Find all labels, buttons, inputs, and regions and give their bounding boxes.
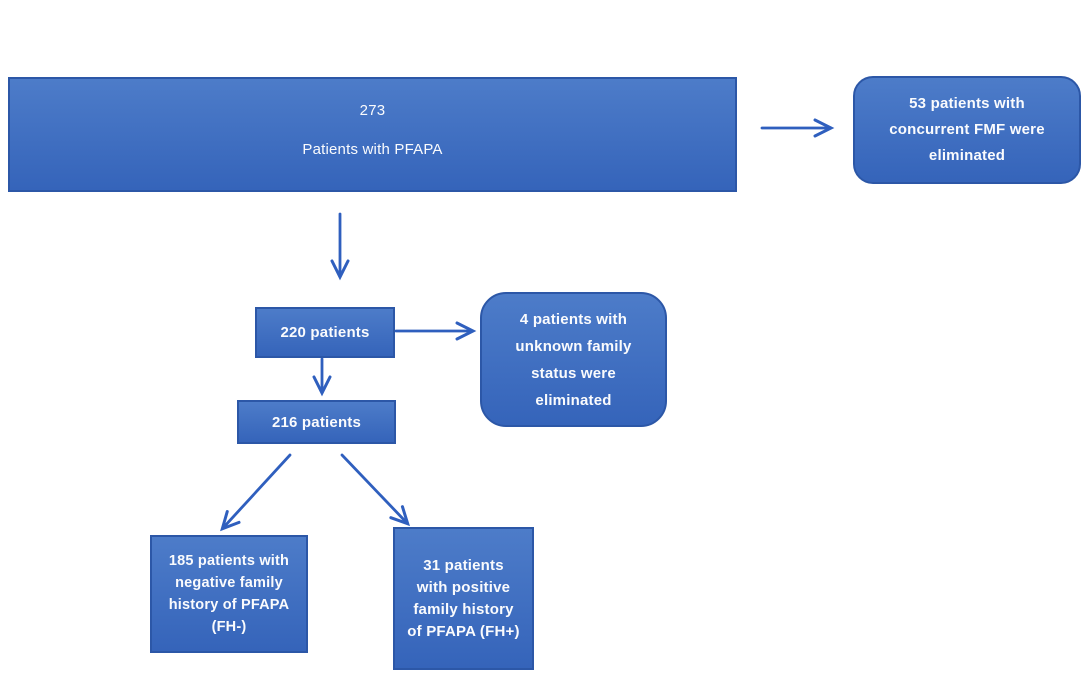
fh-positive-line: of PFAPA (FH+): [407, 622, 520, 640]
fh-positive-line: with positive: [416, 578, 511, 596]
unknown-line: 4 patients with: [519, 310, 628, 328]
unknown-line: unknown family: [515, 337, 632, 355]
fh-negative-line: 185 patients with: [168, 553, 290, 569]
fh-negative-line: (FH-): [211, 619, 247, 635]
fh-positive-line: 31 patients: [423, 556, 504, 574]
node-fh-positive: 31 patients with positive family history…: [393, 527, 534, 670]
fmf-line: eliminated: [928, 147, 1006, 164]
node-unknown-family-eliminated: 4 patients with unknown family status we…: [480, 292, 667, 427]
total-label: Patients with PFAPA: [302, 141, 443, 158]
node-fh-negative: 185 patients with negative family histor…: [150, 535, 308, 653]
fh-negative-line: history of PFAPA: [168, 597, 290, 613]
unknown-line: eliminated: [535, 391, 612, 409]
fmf-line: concurrent FMF were: [889, 121, 1045, 138]
216-label: 216 patients: [271, 413, 362, 431]
node-fmf-eliminated: 53 patients with concurrent FMF were eli…: [853, 76, 1081, 184]
node-216-patients: 216 patients: [237, 400, 396, 444]
arrow-216-to-fh-negative: [220, 453, 292, 532]
fh-negative-line: negative family: [175, 575, 283, 591]
220-label: 220 patients: [280, 324, 370, 341]
total-count: 273: [359, 102, 386, 119]
unknown-line: status were: [531, 364, 616, 382]
arrow-216-to-fh-positive: [340, 453, 411, 527]
node-220-patients: 220 patients: [255, 307, 395, 358]
fh-positive-line: family history: [413, 600, 514, 618]
fmf-line: 53 patients with: [909, 95, 1025, 112]
node-patients-with-pfapa-total: 273 Patients with PFAPA: [8, 77, 737, 192]
